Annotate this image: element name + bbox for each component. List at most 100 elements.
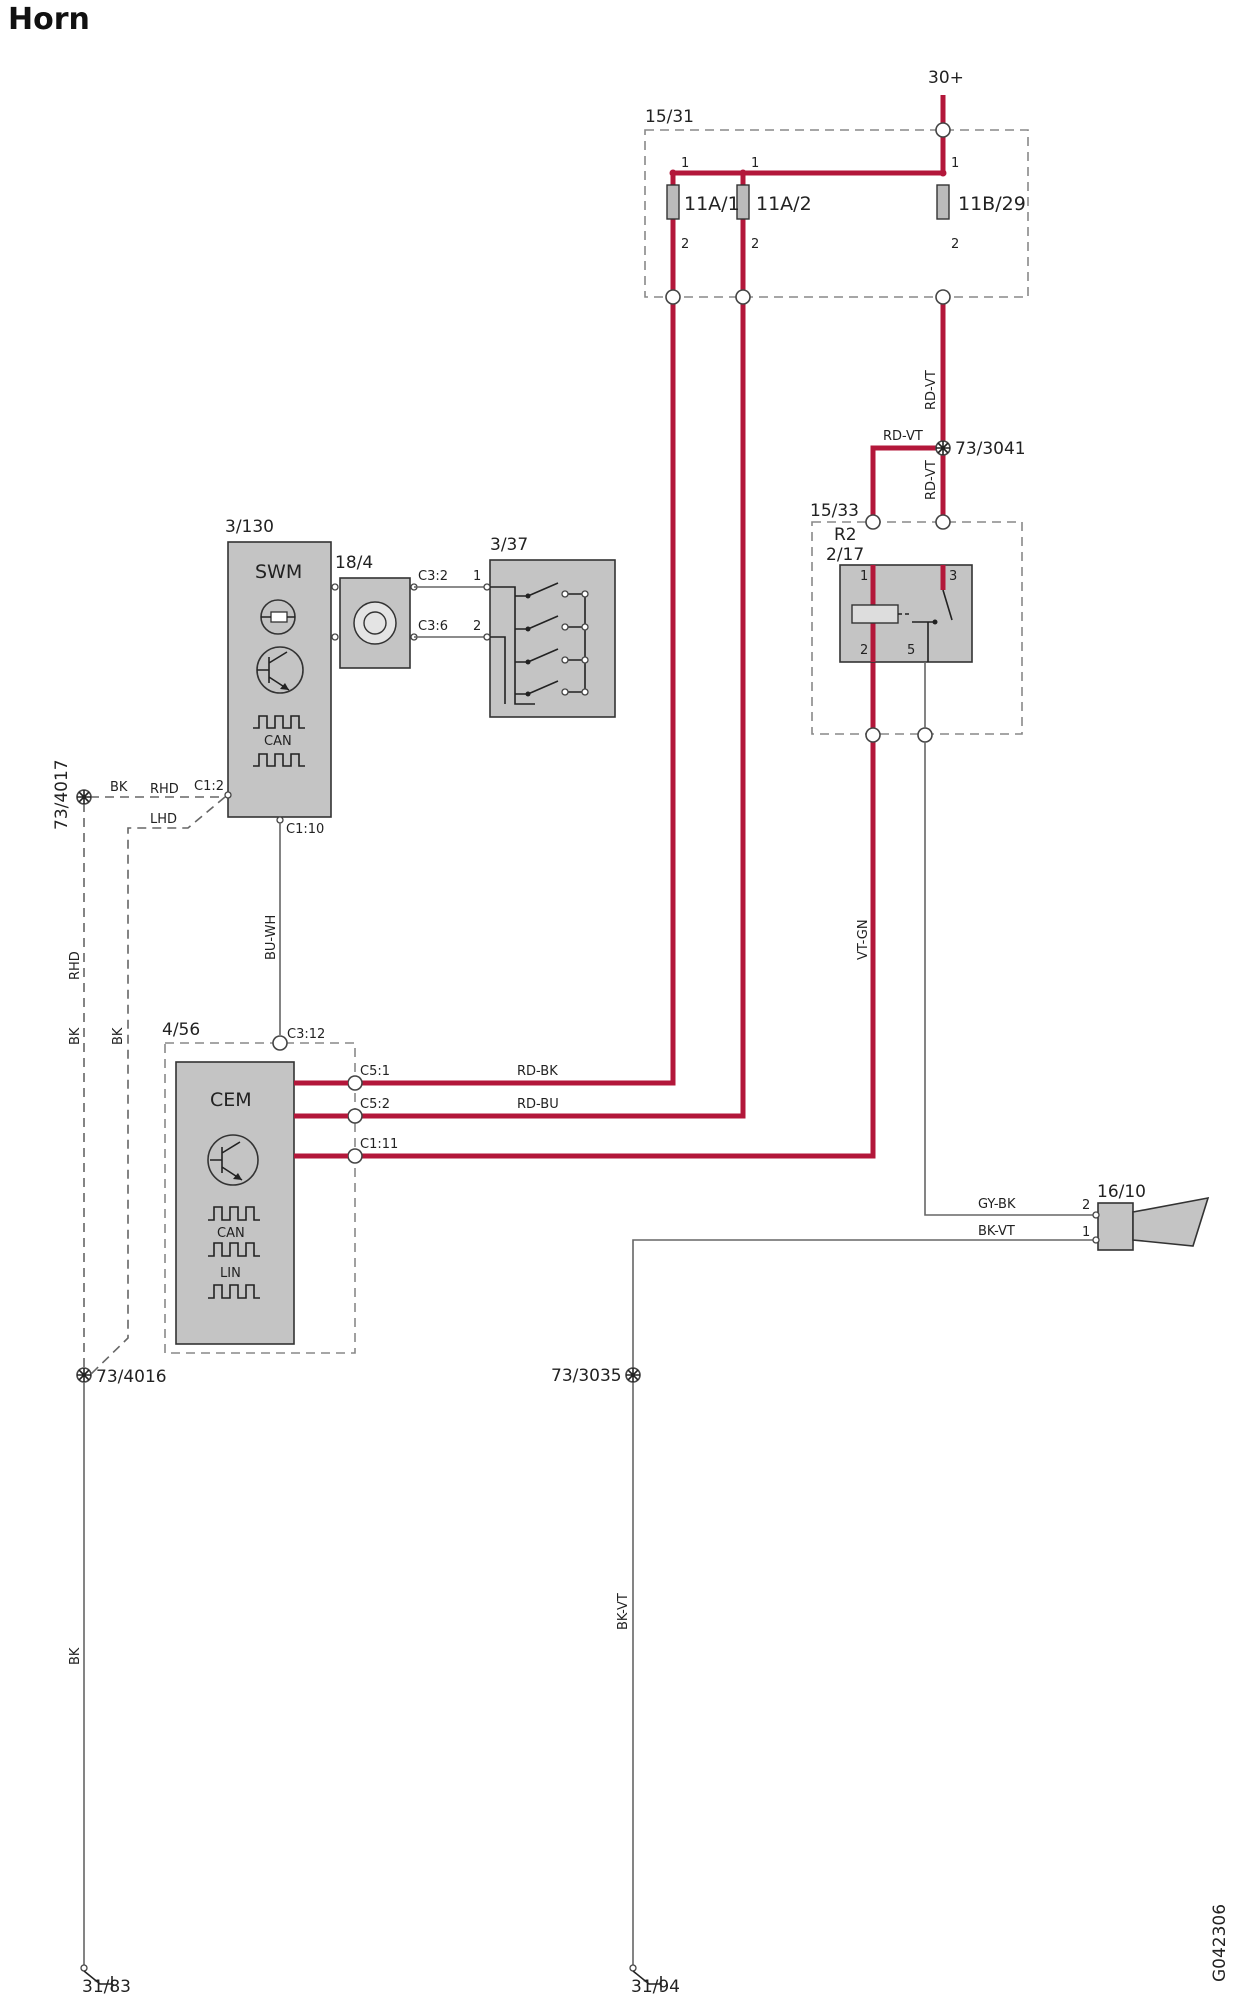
clock-spring-pin: C3:6 [418,619,448,634]
fuse-box-frame [644,129,1029,298]
wire-bk-vt [632,1239,1098,1965]
relay-pin: 1 [860,569,868,584]
cem-body [175,1061,295,1345]
relay-pin: 3 [949,569,957,584]
switches-ref: 3/37 [490,535,528,555]
clock-spring-ref: 18/4 [335,553,373,573]
page-title: Horn [8,2,90,37]
fuse-box-ref: 15/31 [645,107,694,127]
fuse-pin: 1 [951,156,959,171]
fuse-drops [670,173,746,290]
wire-label: BK [68,1027,83,1045]
ground-label: 31/94 [631,1977,680,1997]
cem-pin: C5:2 [360,1097,390,1112]
can-waveform-icon [253,715,305,729]
cem-bus: LIN [220,1266,241,1281]
cem-pin: C3:12 [287,1027,325,1042]
cem-ref: 4/56 [162,1020,200,1040]
wire-label: RD-VT [924,370,939,410]
switches-body [489,559,616,718]
supply: 30+ [928,68,964,138]
wire-label: RD-BU [517,1097,559,1112]
ground-icon [83,1970,113,1990]
clock-spring-icon [353,601,397,645]
relay-box: 15/33 R2 2/17 1 3 2 5 [810,501,1023,743]
splice-4016: 73/4016 [76,1367,167,1387]
wire-rd-bu [293,297,746,1119]
wire-label: BK [111,1027,126,1045]
transistor-icon [207,1134,259,1186]
splice-label: 73/3041 [955,439,1026,459]
swm-ref: 3/130 [225,517,274,537]
wire-label: VT-GN [856,919,871,960]
wire-label: BK-VT [616,1593,631,1630]
wire-label: RD-VT [924,460,939,500]
clock-spring-pin: C3:2 [418,569,448,584]
wire-vt-gn [293,612,876,1159]
supply-node [935,122,951,138]
fuse-label: 11A/2 [756,193,812,215]
fuse-pin: 2 [751,237,759,252]
swm-body [227,541,332,818]
wire-rd-vt-branch [870,445,943,520]
can-waveform-icon [208,1206,260,1221]
fuse-pin: 1 [681,156,689,171]
swm-pin: C1:2 [194,779,224,794]
lin-waveform-icon [208,1284,260,1299]
switch-contacts [527,582,559,695]
switch-pin: 2 [473,619,481,634]
swm-module: 3/130 SWM CAN C1:2 C1:10 [194,517,332,837]
fuse-label: 11A/1 [684,193,740,215]
rhd-label: RHD [150,782,179,797]
ground-label: 31/83 [82,1977,131,1997]
horn-ref: 16/10 [1097,1182,1146,1202]
ground-31-83: 31/83 [80,1964,131,1997]
relay-coil [851,604,899,624]
switch-wires [414,586,487,638]
splice-3035: 73/3035 [551,1366,641,1386]
fuse-label: 11B/29 [958,193,1026,215]
wire-label: BK-VT [978,1224,1015,1239]
lhd-label: LHD [150,812,177,827]
swm-bus: CAN [264,734,292,749]
fuse-pin: 2 [681,237,689,252]
horn-pin: 2 [1082,1198,1090,1213]
power-wires [293,95,946,1159]
fuse-box: 15/31 [644,107,1029,298]
wire-gy-bk [924,662,1098,1216]
ground-icon [632,1970,662,1990]
cem-pin: C5:1 [360,1064,390,1079]
doc-code: G042306 [1210,1904,1230,1982]
cem-pin: C1:11 [360,1137,398,1152]
relay-pin: 2 [860,643,868,658]
cem-frame [164,1042,356,1354]
wire-label: RHD [68,951,83,980]
relay-name: R2 [834,525,857,545]
cem-module: 4/56 CEM CAN LIN C3:12 C5:1 C5:2 C1:11 [162,1020,398,1354]
swm-pin: C1:10 [286,822,324,837]
wire-bk-lhd [89,796,226,1376]
wire-label: BK [68,1647,83,1665]
wire-label: RD-BK [517,1064,558,1079]
clock-spring: 18/4 [331,553,418,669]
wire-label: RD-VT [883,429,923,444]
fuse-pin: 1 [751,156,759,171]
supply-label: 30+ [928,68,964,88]
fuse-11b29 [936,184,950,220]
fuse-pin: 2 [951,237,959,252]
cem-bus: CAN [217,1226,245,1241]
wire-label: BU-WH [264,915,279,960]
relay-pin: 5 [907,643,915,658]
horn-body [1097,1202,1134,1251]
splice-label: 73/4016 [96,1367,167,1387]
wire-label: BK [110,780,128,795]
wire-rd-bk [293,297,676,1086]
relay-box-frame [811,521,1023,735]
splice-label: 73/3035 [551,1366,622,1386]
relay-box-ref: 15/33 [810,501,859,521]
fuse-11a2 [736,184,750,220]
horn: 16/10 2 1 [1082,1182,1210,1251]
relay-ref: 2/17 [826,545,864,565]
relay-contact [912,621,935,662]
